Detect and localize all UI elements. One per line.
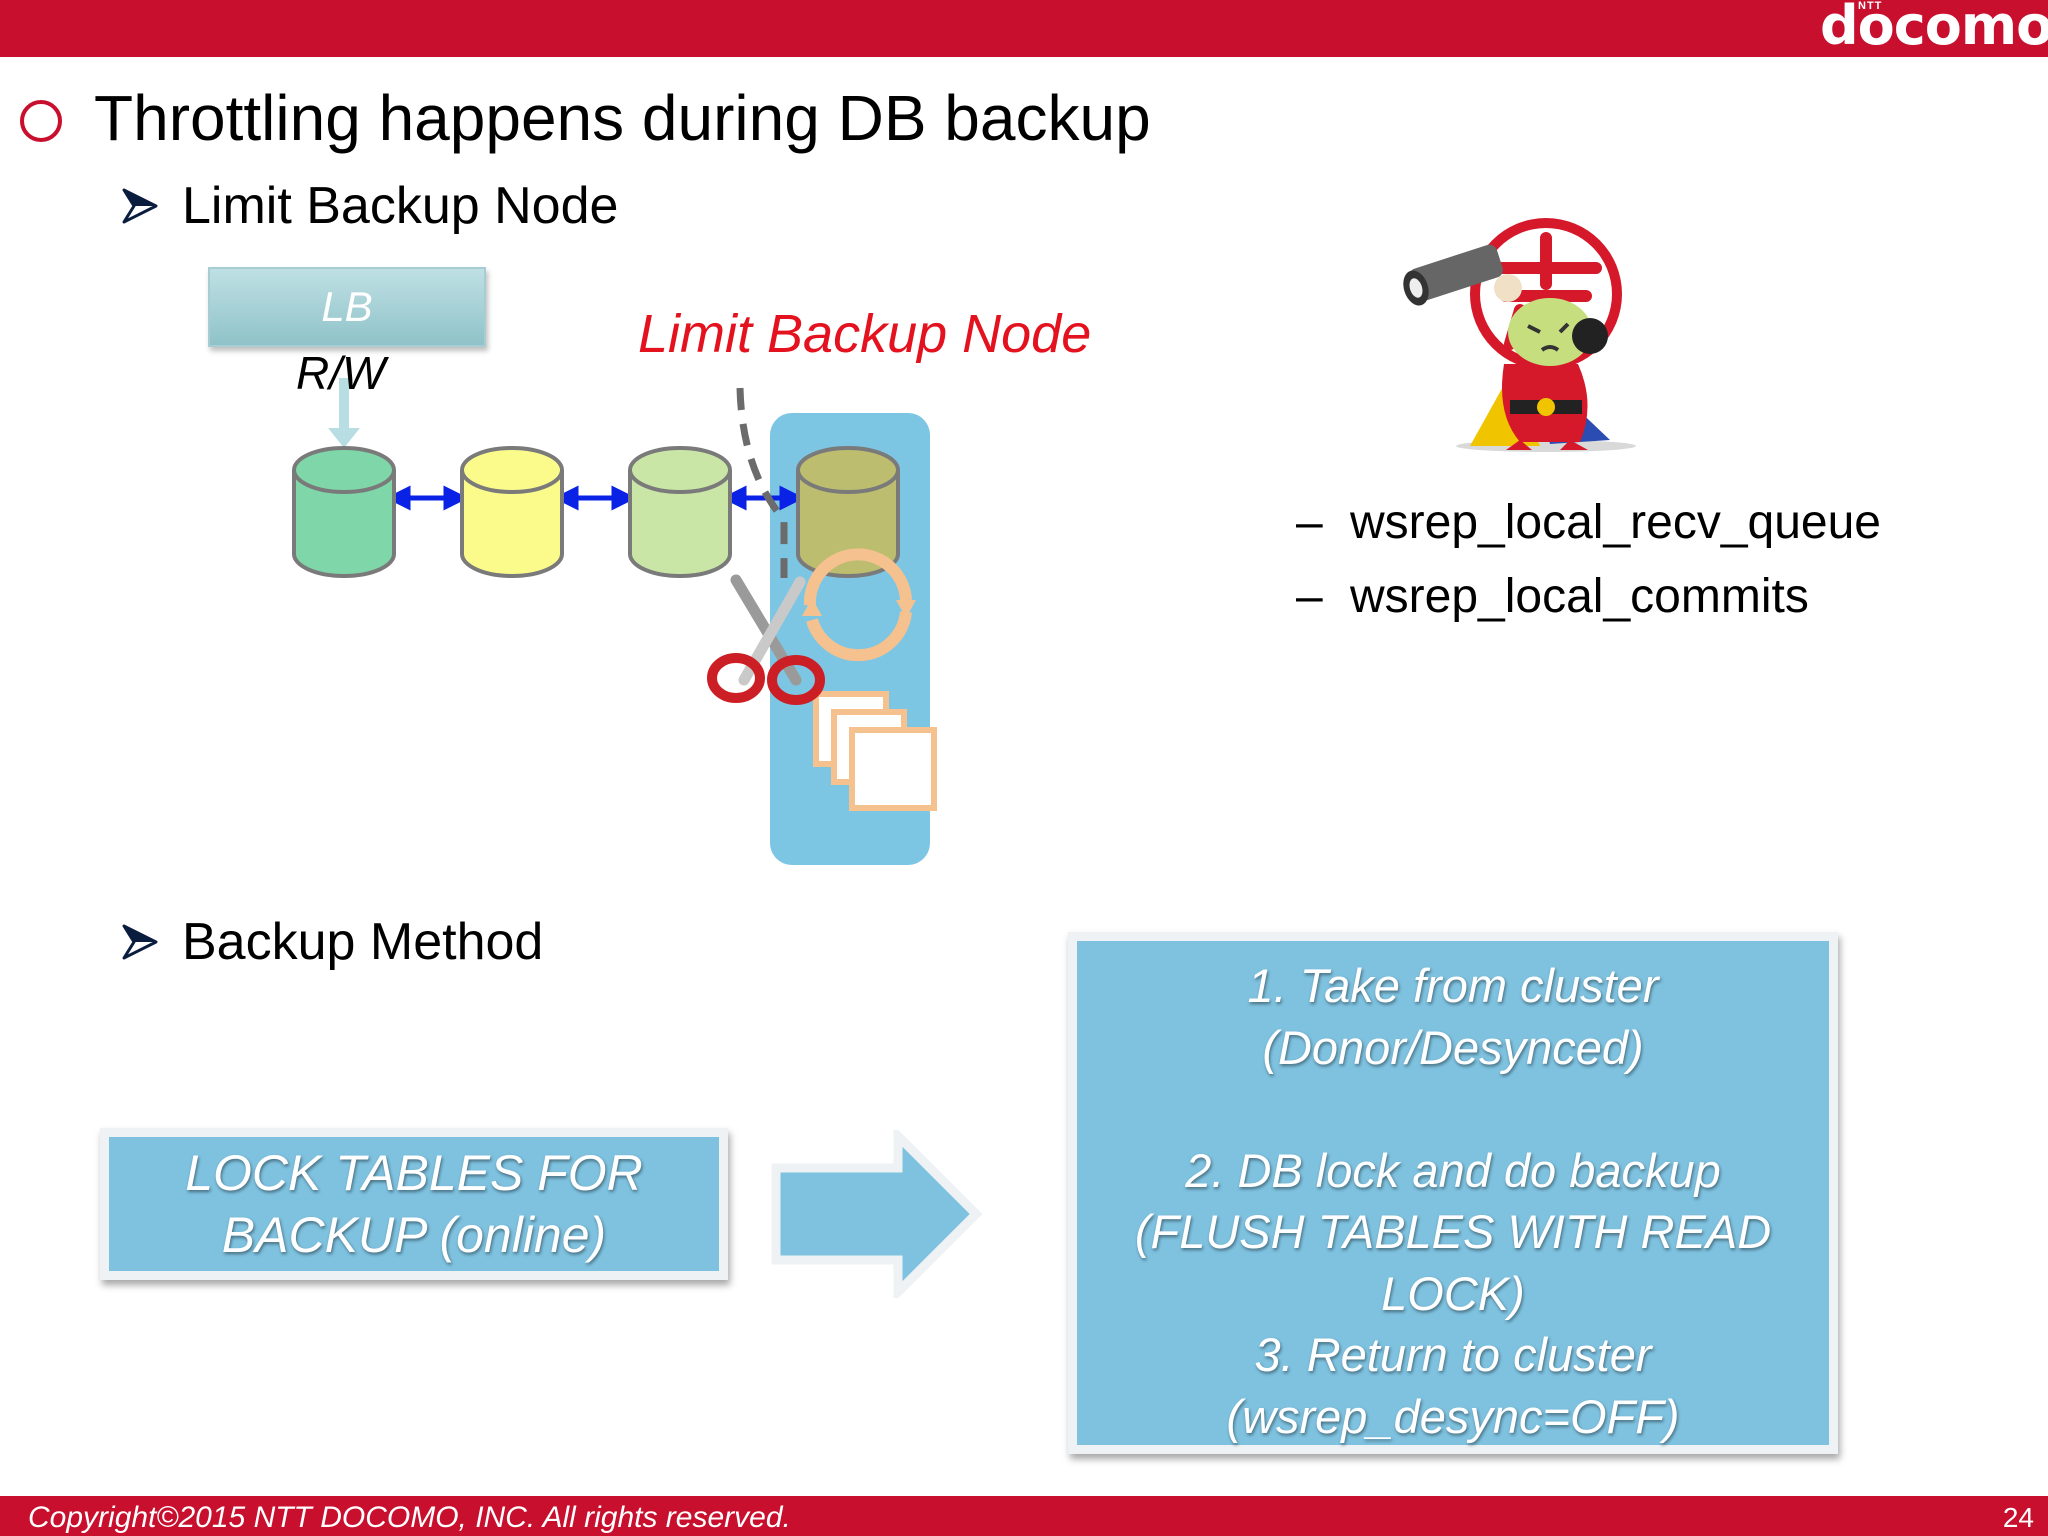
title-circle-bullet-icon [20, 100, 62, 142]
steps-line: 2. DB lock and do backup [1185, 1143, 1721, 1197]
steps-line [1077, 1078, 1829, 1140]
docomo-logo: NTT docomo [1818, 0, 2048, 57]
db-cylinder-3 [628, 446, 732, 578]
mascot-character-image [1403, 218, 1636, 452]
metric-name: wsrep_local_recv_queue [1350, 496, 1881, 549]
top-bar [0, 0, 2048, 57]
right-arrow-icon [771, 1130, 983, 1298]
logo-ntt-text: NTT [1858, 0, 1883, 12]
section-limit-backup-node-heading: Limit Backup Node [182, 177, 619, 235]
lock-box-line: LOCK TABLES FOR [185, 1145, 643, 1201]
lock-tables-box: LOCK TABLES FOR BACKUP (online) [100, 1128, 728, 1280]
db-cylinder-1 [292, 446, 396, 578]
arrow-bullet-icon [122, 188, 158, 224]
dash-bullet: – [1296, 496, 1323, 549]
metrics-list: –wsrep_local_recv_queue –wsrep_local_com… [1296, 486, 1881, 634]
page-number: 24 [2002, 1502, 2034, 1533]
db-cylinder-2 [460, 446, 564, 578]
scissors-icon [707, 574, 825, 705]
metric-item: –wsrep_local_commits [1296, 560, 1881, 634]
copyright-text: Copyright©2015 NTT DOCOMO, INC. All righ… [28, 1501, 791, 1534]
section-backup-method-heading: Backup Method [182, 913, 544, 971]
db-cylinder-4 [796, 446, 900, 578]
steps-line: LOCK) [1381, 1266, 1525, 1320]
logo-wordmark: docomo [1820, 0, 2048, 57]
lb-label: LB [321, 283, 373, 330]
backup-files-icon [813, 691, 937, 811]
arrow-bullet-icon [122, 924, 158, 960]
backup-steps-box: 1. Take from cluster (Donor/Desynced) 2.… [1068, 932, 1838, 1454]
steps-line: (wsrep_desync=OFF) [1226, 1389, 1680, 1443]
cut-dashed-line [736, 387, 788, 578]
sync-icon [802, 548, 916, 662]
steps-line: 3. Return to cluster [1254, 1328, 1652, 1381]
bottom-bar [0, 1496, 2048, 1536]
dash-bullet: – [1296, 570, 1323, 623]
load-balancer-box: LB [208, 267, 486, 347]
limit-backup-node-callout: Limit Backup Node [638, 304, 1092, 364]
rw-arrow-head [328, 428, 360, 448]
slide-title: Throttling happens during DB backup [94, 82, 1151, 154]
steps-line: (FLUSH TABLES WITH READ [1134, 1205, 1772, 1258]
metric-item: –wsrep_local_recv_queue [1296, 486, 1881, 560]
rw-label: R/W [296, 347, 386, 399]
steps-line: (Donor/Desynced) [1262, 1020, 1644, 1074]
metric-name: wsrep_local_commits [1350, 570, 1809, 623]
steps-line: 1. Take from cluster [1247, 959, 1659, 1012]
lock-box-line: BACKUP (online) [221, 1207, 607, 1263]
